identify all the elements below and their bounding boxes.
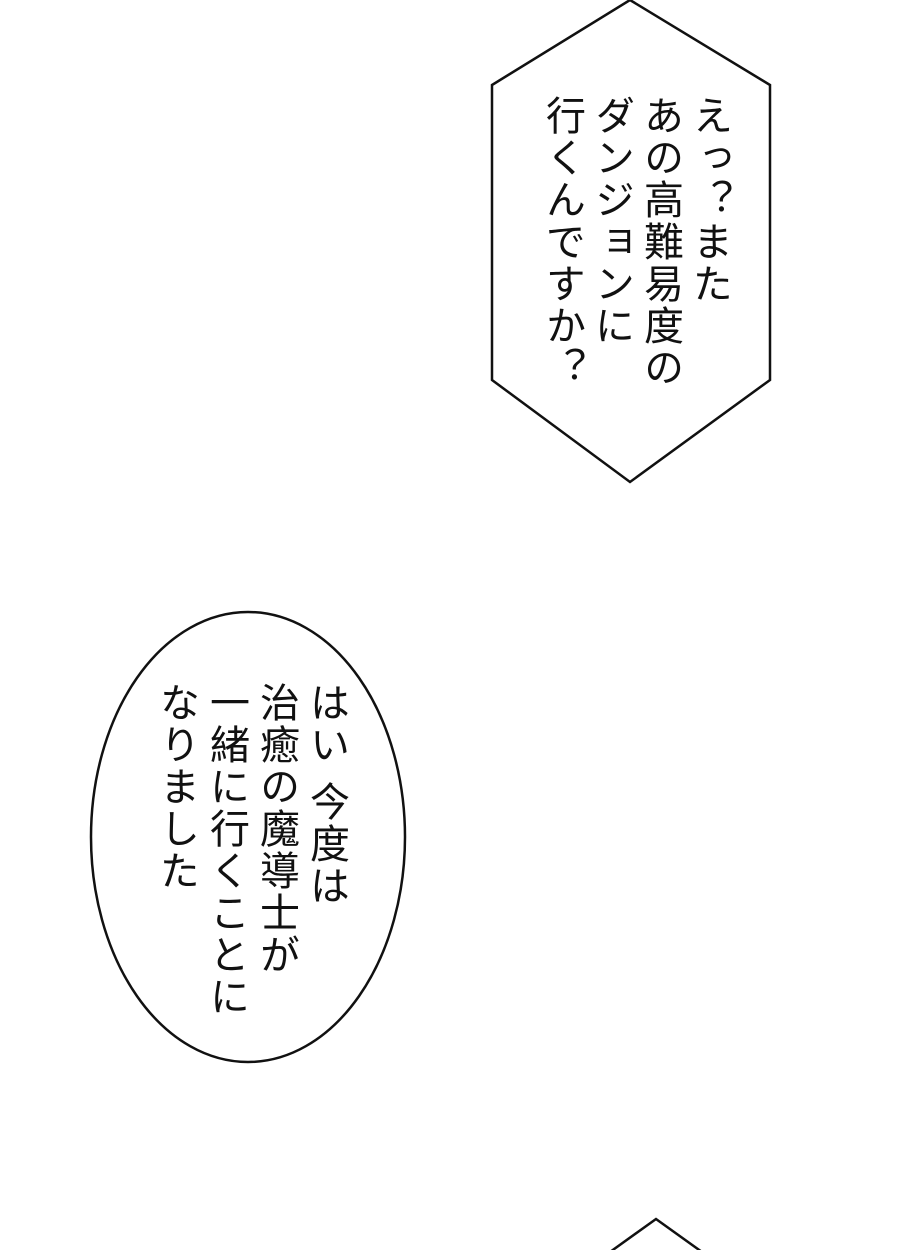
bubble2-line-4: なりました xyxy=(153,682,199,892)
bubble2-line-1: はい 今度は xyxy=(303,682,349,907)
oval-speech-bubble xyxy=(89,610,407,1064)
bubble1-line-3: ダンジョンに xyxy=(588,95,634,347)
hexagon-speech-bubble xyxy=(490,0,772,484)
bubble1-line-2: あの高難易度の xyxy=(637,95,683,389)
bubble2-line-2: 治癒の魔導士が xyxy=(253,682,299,976)
bubble2-line-3: 一緒に行くことに xyxy=(203,682,249,1018)
bubble1-line-1: えっ？また xyxy=(686,95,732,305)
bubble1-line-4: 行くんですか？ xyxy=(539,95,585,389)
partial-hexagon-speech-bubble xyxy=(610,1217,702,1250)
